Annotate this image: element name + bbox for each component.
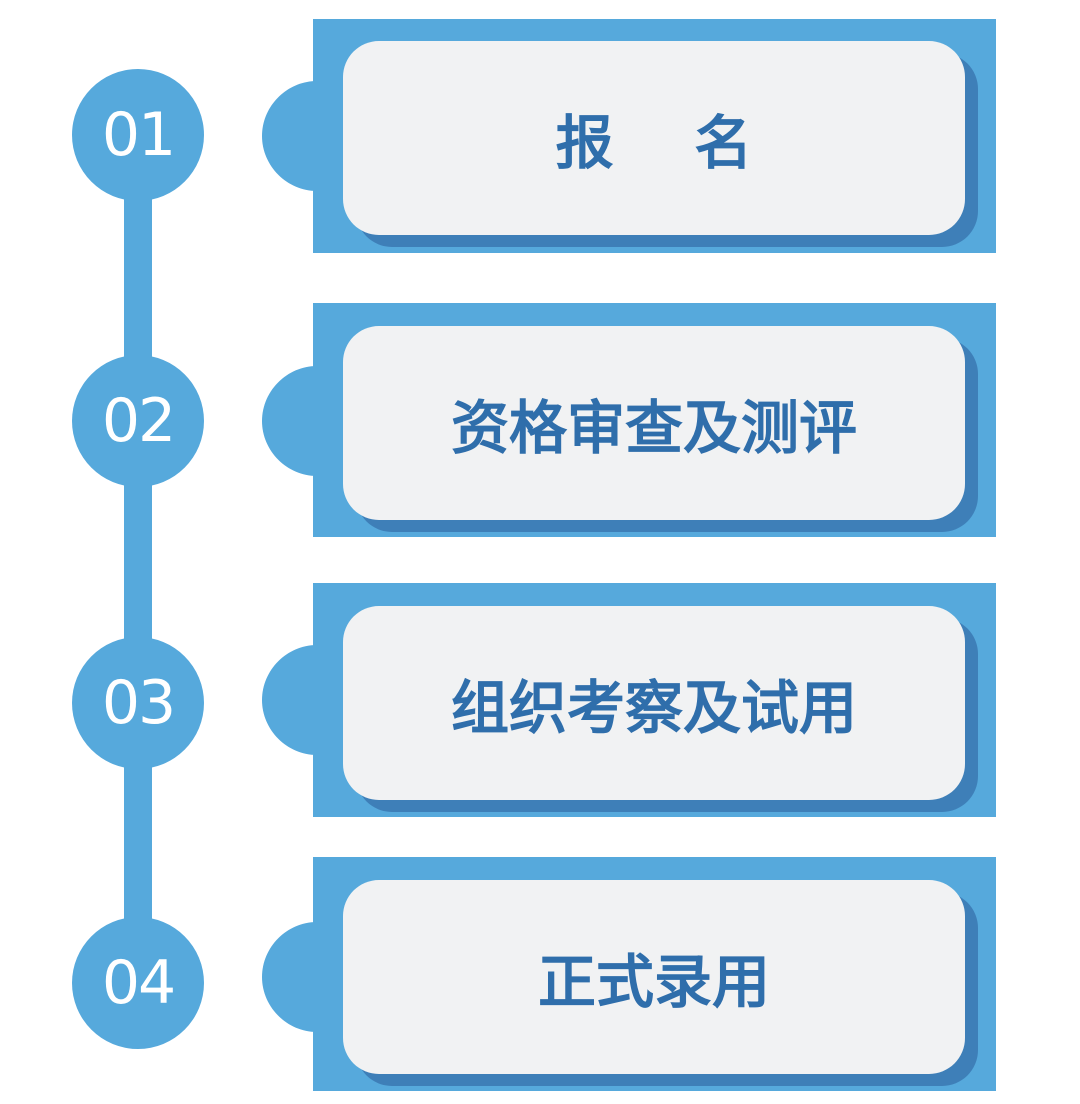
step-3-number: 03 [101, 668, 176, 738]
step-4-number: 04 [101, 948, 176, 1018]
step-1-badge: 01 [72, 69, 204, 201]
step-1-card: 报 名 [343, 41, 965, 235]
step-1-label: 报 名 [555, 109, 753, 177]
timeline-connector [124, 130, 152, 990]
step-3-label: 组织考察及试用 [450, 674, 857, 742]
step-1-number: 01 [101, 100, 176, 170]
step-2-card: 资格审查及测评 [343, 326, 965, 520]
step-2-number: 02 [101, 386, 176, 456]
step-4-badge: 04 [72, 917, 204, 1049]
step-3-badge: 03 [72, 637, 204, 769]
step-2-label: 资格审查及测评 [450, 394, 857, 462]
step-2-badge: 02 [72, 355, 204, 487]
step-4-card: 正式录用 [343, 880, 965, 1074]
step-3-card: 组织考察及试用 [343, 606, 965, 800]
step-4-label: 正式录用 [537, 948, 770, 1016]
